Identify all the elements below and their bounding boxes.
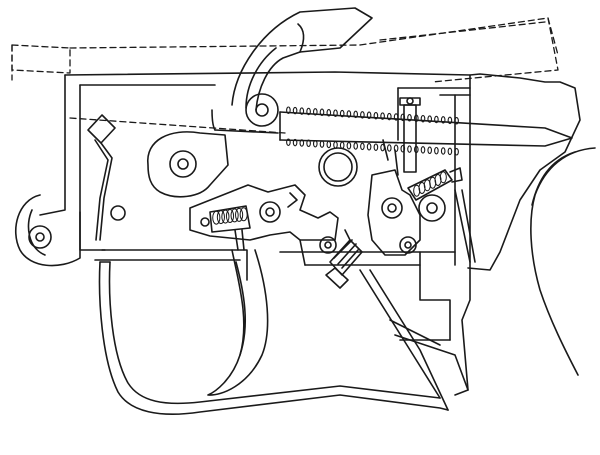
slanted-spring-coil [439,171,447,184]
mainspring-coil [319,108,325,117]
safety-lever [87,114,116,241]
mainspring-coil [353,110,359,119]
sear-spring-coil [239,207,248,222]
hammer-pivot-pin [245,93,279,127]
mainspring-coil [299,139,305,147]
mainspring-coil [353,142,359,150]
mainspring-coil [292,138,298,147]
mainspring-coil [386,112,392,121]
sear-spring-coil [216,210,225,225]
forend-curve [530,147,596,376]
mainspring-coil [454,117,459,125]
mainspring-coil [407,114,412,122]
mainspring-coil [440,147,446,155]
mainspring-coil [373,143,379,151]
disconnector-lower-pin [399,236,417,254]
mainspring-coil [454,148,459,156]
dashed-receiver-outline [11,17,559,134]
mainspring-coil [286,106,291,114]
hammer-pivot-center [255,103,269,117]
sear-spring-coil [235,207,244,222]
mainspring-coil [427,115,433,123]
mainspring-coil [366,143,372,151]
mainspring-coil [386,144,392,152]
mainspring-coil [380,112,385,120]
mainspring-coil [447,116,453,125]
screw-head [325,267,349,289]
forward-rods [359,269,469,411]
disconnector-linkage [367,139,476,263]
sear-spring-end [200,217,210,227]
cam-wheel [318,147,358,187]
mainspring-coils [286,106,459,156]
mainspring-coil [360,142,365,151]
tang-pivot-center [35,232,45,242]
mainspring-coil [326,140,332,149]
slanted-spring-coils [413,171,447,197]
mainspring-coil [299,107,305,115]
sear-spring-coil [225,209,235,223]
mainspring-coil [373,111,379,120]
sear-spring-coil [212,210,221,225]
mainspring-coil [333,109,338,117]
mainspring-coil [366,111,372,120]
mainspring-coil [286,138,291,146]
mainspring-coil [346,110,352,118]
sear-spring-coil [221,209,230,224]
sear-spring-coils [212,207,248,225]
link-pin [319,236,337,254]
lower-link-screw [299,229,363,289]
right-pivot-pin [418,194,446,222]
sear-block-pin [259,201,281,223]
disconnector-pin [381,197,403,219]
mainspring-coil [434,115,439,124]
sear-pivot-center [177,158,189,170]
receiver-frame [39,71,581,396]
sear-arm [110,131,229,221]
mainspring-coil [393,113,399,121]
vertical-plunger [399,97,421,173]
trigger-blade [207,249,269,396]
mainspring-coil [319,140,325,148]
mainspring-coil [420,146,426,154]
sear-spring-coil [230,208,239,223]
mainspring-coil [312,139,318,148]
trigger-guard [98,261,449,415]
mainspring-coil [346,141,352,150]
slanted-spring-housing [407,169,453,201]
mainspring-coil [333,141,338,149]
rear-tang-lug [15,194,81,267]
cam-wheel-inner [323,152,353,182]
mainspring-coil [420,114,426,123]
mainspring-coil [312,108,318,116]
hammer [211,7,373,134]
mainspring-coil [393,144,399,153]
mainspring-coil [427,146,433,155]
mainspring-coil [306,107,311,116]
mainspring-coil [434,146,439,155]
mainspring-coil [326,109,332,117]
mainspring-coil [407,145,412,153]
mainspring-coil [292,106,298,115]
sear-spring-housing [209,205,251,233]
mainspring-assembly [279,106,573,187]
sear-pivot-pin [169,150,197,178]
mainspring-coil [339,109,345,118]
frame-small-pin [110,205,126,221]
tang-pivot-pin [28,225,52,249]
mainspring-coil [447,147,453,156]
trigger-sear-block [189,184,339,251]
mainspring-coil [440,116,446,124]
mainspring-coil [306,139,311,148]
mainspring-coil [360,111,365,119]
